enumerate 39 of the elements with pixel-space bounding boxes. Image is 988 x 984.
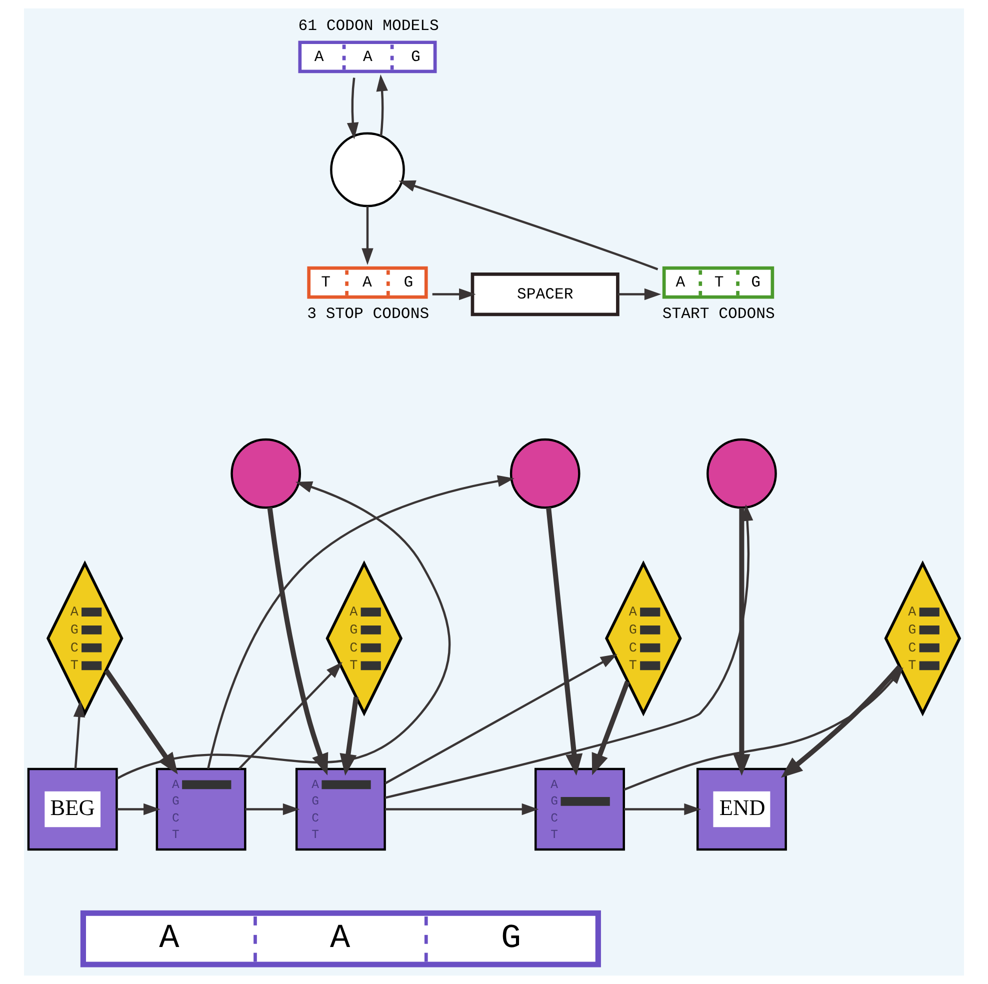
arrow xyxy=(398,180,658,270)
arrow xyxy=(245,803,300,816)
node-circle xyxy=(330,132,405,208)
node-box: A G C T xyxy=(156,768,246,851)
arrow xyxy=(104,668,178,774)
node-circle xyxy=(706,438,777,509)
arrow xyxy=(733,508,750,776)
node-circle xyxy=(510,438,580,509)
arrow xyxy=(384,654,618,784)
arrow xyxy=(618,288,662,300)
node-circle xyxy=(230,438,302,509)
arrow xyxy=(362,206,374,265)
arrow xyxy=(116,803,160,816)
arrow xyxy=(432,288,476,300)
arrow xyxy=(73,700,86,770)
arrow xyxy=(780,664,902,778)
arrow xyxy=(346,78,359,140)
node-box: END xyxy=(696,768,787,851)
node-box: BEG xyxy=(27,768,118,851)
arrow xyxy=(384,504,754,799)
arrow xyxy=(238,662,342,770)
node-label: 3 STOP CODONS xyxy=(307,304,430,323)
arrow xyxy=(624,803,701,816)
arrow xyxy=(376,74,388,136)
arrow xyxy=(207,475,514,769)
arrow xyxy=(267,507,328,776)
arrow xyxy=(546,507,583,776)
node-box: A G C T xyxy=(534,768,625,851)
node-box: A G C T xyxy=(295,768,386,851)
arrow xyxy=(116,481,451,780)
arrow xyxy=(385,803,539,816)
node-box: SPACER xyxy=(470,272,620,316)
node-label: 61 CODON MODELS xyxy=(298,16,439,35)
arrow xyxy=(592,680,630,776)
node-diamond: A G C T xyxy=(604,560,682,716)
arrow xyxy=(624,667,904,791)
arrow xyxy=(340,696,359,776)
node-diamond: A G C T xyxy=(884,560,962,716)
node-label: START CODONS xyxy=(662,304,775,323)
